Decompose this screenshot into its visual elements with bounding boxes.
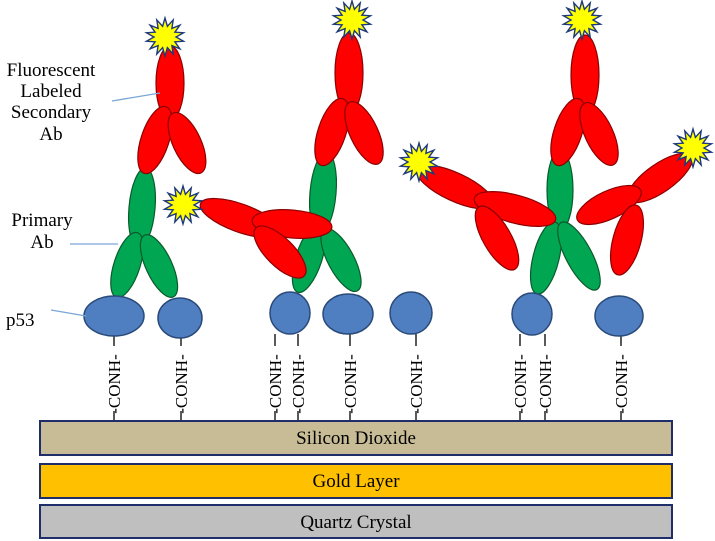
fluorophore-star	[331, 0, 373, 42]
p53-protein	[157, 297, 203, 339]
substrate-layers: Silicon Dioxide Gold Layer Quartz Crysta…	[39, 420, 673, 539]
primary-antibodies	[110, 149, 601, 299]
secondary-ab-label-line1: Fluorescent	[7, 60, 96, 81]
secondary-antibodies	[137, 32, 693, 279]
linker-conh: -CONH-	[536, 354, 555, 414]
linker-conh: -CONH-	[172, 354, 191, 414]
quartz-crystal-label: Quartz Crystal	[300, 512, 411, 533]
secondary-ab-arm	[474, 205, 520, 271]
p53-protein	[594, 295, 644, 337]
labels: Fluorescent Labeled Secondary Ab Primary…	[6, 60, 161, 331]
primary-ab-arm	[557, 221, 601, 291]
fluorophore-star	[144, 15, 186, 59]
secondary-ab-arm	[137, 105, 173, 175]
gold-layer	[39, 463, 673, 499]
secondary-ab-label-line4: Ab	[39, 124, 62, 145]
fluorophore-star	[162, 183, 204, 227]
p53-protein	[83, 295, 145, 337]
primary-ab-label-line2: Ab	[30, 232, 53, 253]
p53-protein	[389, 291, 433, 335]
linker-conh: -CONH-	[289, 354, 308, 414]
fluorophores	[144, 0, 714, 227]
secondary-ab-arm	[344, 101, 384, 165]
gold-layer-label: Gold Layer	[312, 471, 400, 492]
p53-protein	[269, 291, 311, 335]
linker-conh: -CONH-	[407, 354, 426, 414]
primary-ab-arm	[139, 234, 179, 298]
secondary-ab-arm	[314, 97, 350, 167]
linker-conh: -CONH-	[511, 354, 530, 414]
secondary-ab-arm	[253, 225, 307, 279]
linker-conh: -CONH-	[266, 354, 285, 414]
quartz-crystal-layer	[39, 504, 673, 539]
linker-conh: -CONH-	[105, 354, 124, 414]
linker-conh: -CONH-	[612, 354, 631, 414]
p53-protein	[322, 293, 374, 335]
p53-leader	[50, 309, 87, 317]
silicon-dioxide-layer	[39, 420, 673, 456]
secondary-ab-label-line2: Labeled	[20, 81, 82, 102]
silicon-dioxide-label: Silicon Dioxide	[296, 428, 416, 449]
p53-proteins	[83, 291, 644, 339]
primary-ab-label-line1: Primary	[11, 210, 73, 231]
secondary-ab-arm	[609, 204, 645, 276]
fluorophore-star	[561, 0, 603, 42]
secondary-ab-arm	[550, 97, 586, 167]
secondary-ab-arm	[579, 102, 619, 166]
linker-conh: -CONH-	[341, 354, 360, 414]
secondary-ab-arm	[576, 184, 642, 226]
secondary-ab-label-line3: Secondary	[11, 102, 92, 123]
linkers: -CONH- -CONH- -CONH- -CONH- -CONH- -CONH…	[105, 334, 631, 420]
p53-protein	[511, 292, 553, 336]
secondary-ab-arm	[473, 191, 557, 227]
secondary-ab-arm	[167, 111, 207, 175]
fluorophore-star	[672, 126, 714, 170]
fluorophore-star	[398, 140, 440, 184]
p53-label: p53	[6, 310, 35, 331]
secondary-ab-leader	[111, 92, 161, 102]
